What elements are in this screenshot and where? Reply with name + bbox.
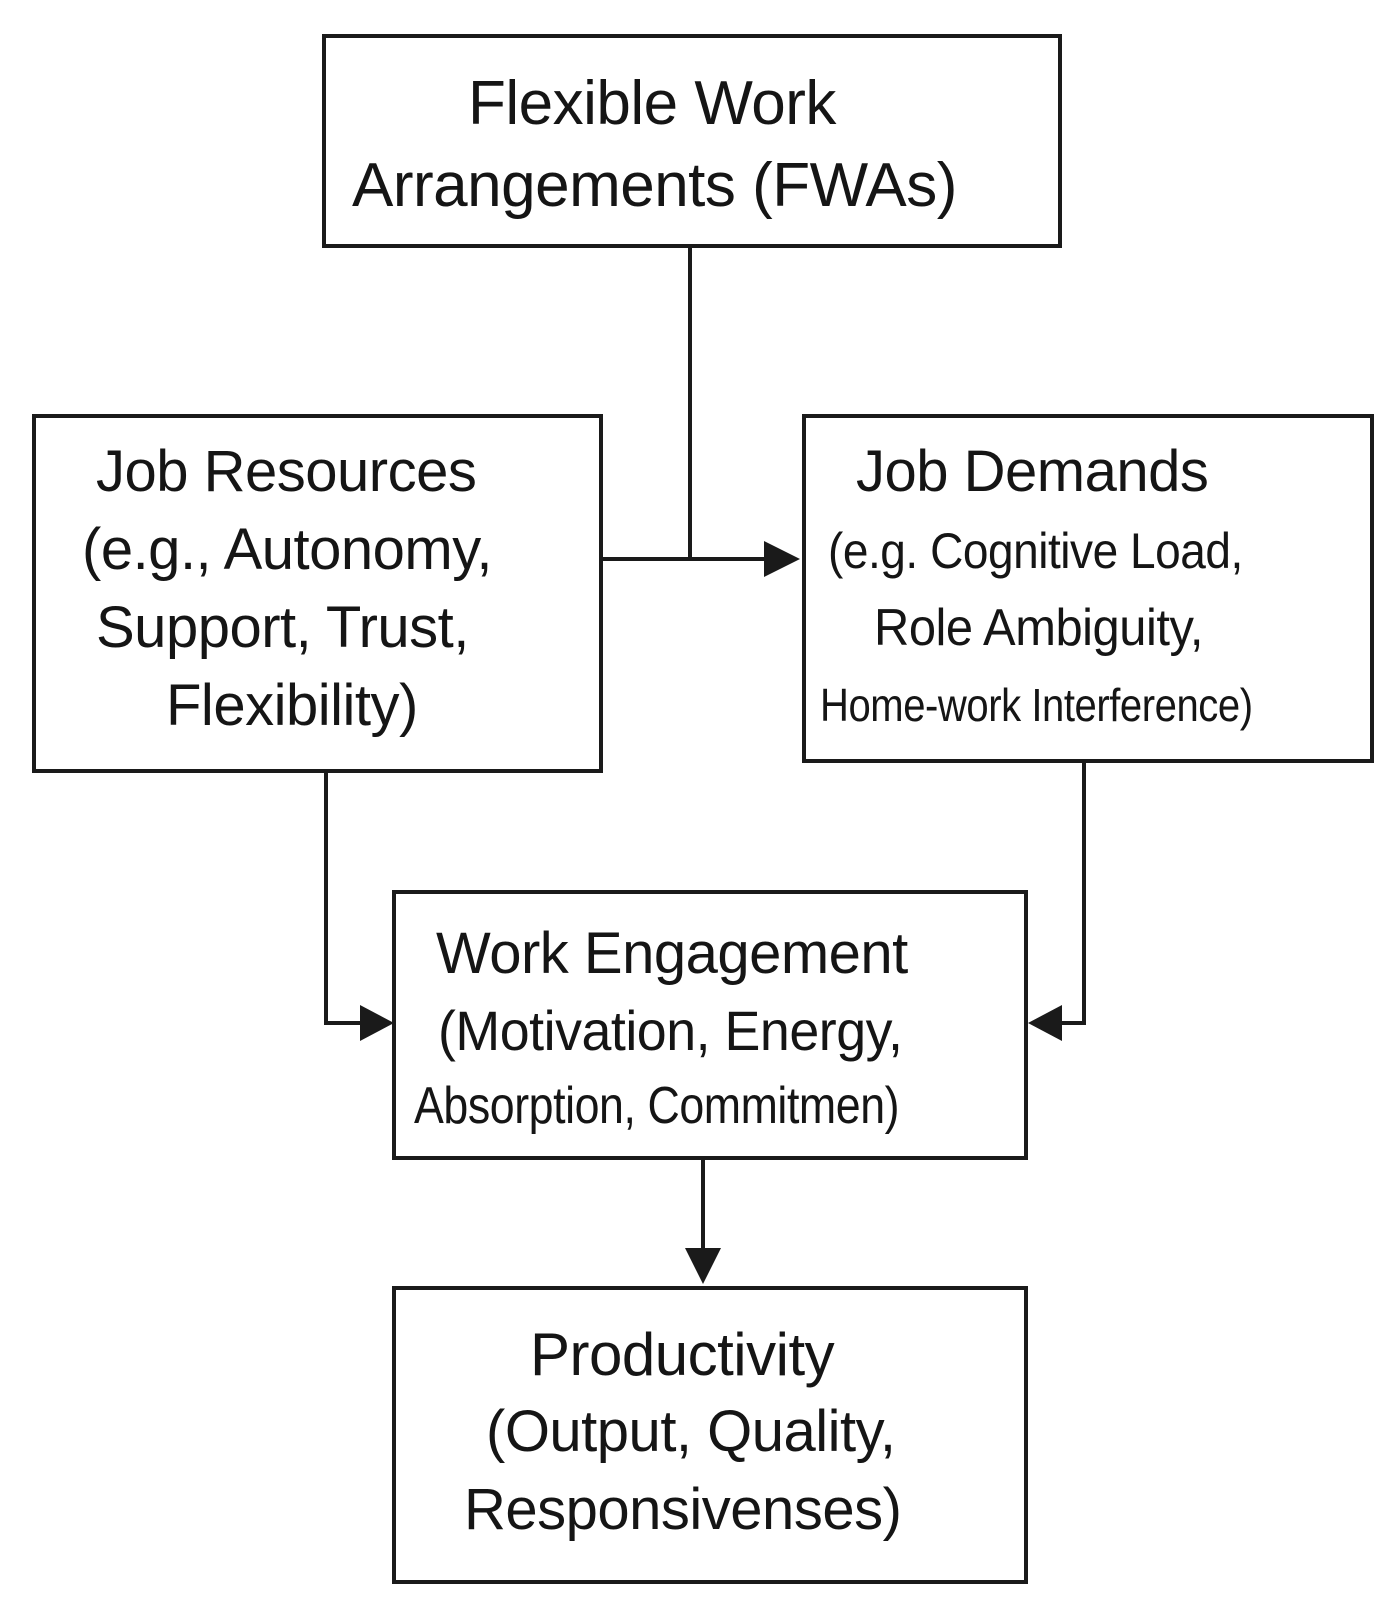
node-demands-title: Job Demands [856, 439, 1209, 504]
node-work-engagement: Work Engagement (Motivation, Energy, Abs… [392, 890, 1028, 1160]
node-demands-detail-3: Home-work Interference) [820, 679, 1253, 731]
node-resources-detail-3: Flexibility) [166, 673, 418, 738]
node-productivity-detail-1: (Output, Quality, [486, 1399, 896, 1464]
node-productivity-title: Productivity [530, 1321, 835, 1388]
edge-resources-to-engagement-line [324, 773, 364, 1025]
edge-demands-to-engagement-line [1058, 763, 1086, 1025]
node-resources-detail-2: Support, Trust, [96, 595, 469, 660]
node-engagement-detail-2: Absorption, Commitmen) [414, 1077, 900, 1135]
node-productivity: Productivity (Output, Quality, Responsiv… [392, 1286, 1028, 1584]
arrowhead-resources-to-engagement [360, 1005, 394, 1041]
node-job-resources: Job Resources (e.g., Autonomy, Support, … [32, 414, 603, 773]
arrowhead-to-productivity [685, 1248, 721, 1284]
arrowhead-to-demands [764, 541, 800, 577]
node-resources-title: Job Resources [96, 439, 477, 504]
arrowhead-demands-to-engagement [1028, 1005, 1062, 1041]
node-fwa-subtitle: Arrangements (FWAs) [352, 151, 957, 220]
node-productivity-detail-2: Responsivenses) [464, 1477, 902, 1542]
node-demands-detail-2: Role Ambiguity, [874, 599, 1203, 657]
node-demands-detail-1: (e.g. Cognitive Load, [828, 523, 1243, 579]
node-engagement-title: Work Engagement [436, 921, 908, 986]
node-fwa-title: Flexible Work [468, 69, 836, 138]
node-engagement-detail-1: (Motivation, Energy, [438, 999, 903, 1062]
node-flexible-work-arrangements: Flexible Work Arrangements (FWAs) [322, 34, 1062, 248]
node-job-demands: Job Demands (e.g. Cognitive Load, Role A… [802, 414, 1374, 763]
node-resources-detail-1: (e.g., Autonomy, [82, 517, 493, 582]
